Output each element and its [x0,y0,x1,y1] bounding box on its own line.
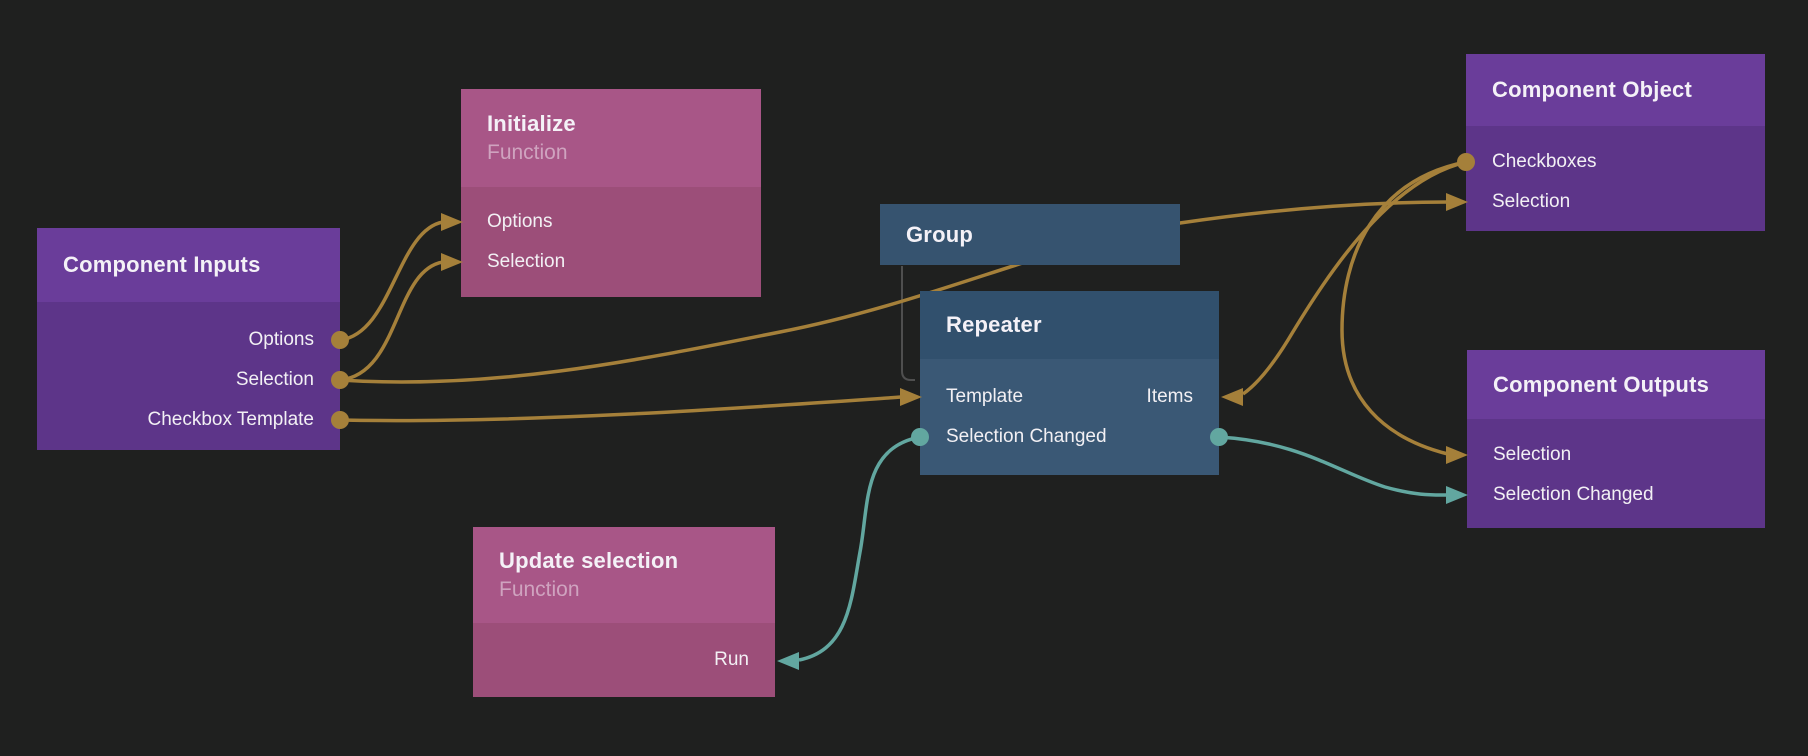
node-title: Component Object [1492,77,1692,102]
port-selection-changed-input[interactable]: Selection Changed [1493,484,1654,505]
port-selection-input[interactable]: Selection [487,251,566,272]
node-group[interactable]: Group [880,204,1180,265]
connection-checkbox-template-repeater[interactable] [339,395,903,423]
node-title: Component Outputs [1493,371,1710,397]
port-selection-output[interactable]: Selection [235,369,314,390]
port-selection-input[interactable]: Selection [1492,191,1571,212]
port-items-input[interactable]: Items [1146,386,1193,407]
node-component-outputs[interactable]: Component Outputs Selection Selection Ch… [1467,350,1765,528]
port-checkbox-template-output[interactable]: Checkbox Template [147,409,314,430]
node-subtitle: Function [499,578,580,601]
node-title: Component Inputs [63,252,261,277]
node-subtitle: Function [487,141,568,164]
port-selection-changed-output[interactable]: Selection Changed [946,426,1107,447]
connection-selection-initialize[interactable] [339,260,444,382]
node-repeater[interactable]: Repeater Template Items Selection Change… [920,291,1219,475]
connection-options-initialize[interactable] [339,220,444,342]
connection-selection-component-object[interactable] [339,200,1449,384]
node-title: Group [906,221,973,247]
connection-selection-changed-run[interactable] [798,435,921,662]
connection-selection-changed-outputs[interactable] [1218,435,1449,497]
port-selection-input[interactable]: Selection [1493,444,1572,465]
port-run-input[interactable]: Run [714,649,749,670]
connection-checkboxes-items[interactable] [1241,160,1467,396]
node-initialize[interactable]: Initialize Function Options Selection [461,89,761,297]
node-update-selection[interactable]: Update selection Function Run [473,527,775,697]
port-template-input[interactable]: Template [946,386,1024,407]
connection-checkboxes-outputs-selection[interactable] [1340,160,1467,456]
node-component-object[interactable]: Component Object Checkboxes Selection [1466,54,1765,231]
node-title: Initialize [487,111,576,136]
connection-group-repeater[interactable] [901,266,915,381]
node-title: Repeater [946,312,1042,337]
node-component-inputs[interactable]: Component Inputs Options Selection Check… [37,228,340,450]
port-options-input[interactable]: Options [487,211,553,232]
node-title: Update selection [499,548,679,573]
port-options-output[interactable]: Options [248,329,314,350]
port-checkboxes-output[interactable]: Checkboxes [1492,151,1597,172]
